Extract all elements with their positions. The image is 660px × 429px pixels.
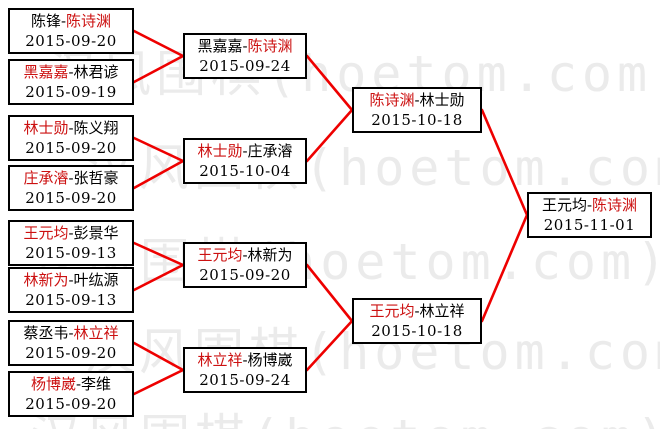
players-separator: -: [242, 142, 248, 160]
players-separator: -: [68, 169, 74, 187]
match-date: 2015-11-01: [543, 216, 636, 234]
players-separator: -: [414, 91, 420, 109]
players-separator: -: [68, 119, 74, 137]
player-name: 黑嘉嘉: [23, 63, 69, 81]
match-players: 王元均-林立祥: [369, 301, 464, 321]
match-players: 林新为-叶纮源: [23, 270, 118, 290]
match-box-r2-3: 王元均-林新为 2015-09-20: [183, 242, 307, 288]
match-players: 王元均-陈诗渊: [542, 195, 637, 215]
match-box-r1-1: 陈锋-陈诗渊 2015-09-20: [8, 8, 134, 54]
match-box-semifinal-2: 王元均-林立祥 2015-10-18: [352, 298, 482, 344]
players-separator: -: [68, 271, 74, 289]
match-date: 2015-09-24: [199, 371, 291, 389]
player-name: 林士勋: [197, 142, 243, 160]
players-separator: -: [242, 246, 248, 264]
player-name: 林立祥: [73, 324, 119, 342]
match-date: 2015-10-04: [199, 162, 291, 180]
player-name: 叶纮源: [73, 271, 119, 289]
match-players: 黑嘉嘉-陈诗渊: [197, 36, 292, 56]
player-name: 陈诗渊: [247, 37, 293, 55]
players-separator: -: [68, 63, 74, 81]
match-players: 陈诗渊-林士勋: [369, 90, 464, 110]
player-name: 彭景华: [73, 224, 119, 242]
players-separator: -: [242, 37, 248, 55]
match-box-r1-2: 黑嘉嘉-林君谚 2015-09-19: [8, 59, 134, 105]
player-name: 陈锋: [30, 12, 61, 30]
match-players: 庄承濬-张哲豪: [23, 168, 118, 188]
match-box-semifinal-1: 陈诗渊-林士勋 2015-10-18: [352, 87, 482, 133]
players-separator: -: [68, 324, 74, 342]
player-name: 蔡丞韦: [23, 324, 69, 342]
match-date: 2015-09-20: [25, 139, 117, 157]
player-name: 黑嘉嘉: [197, 37, 243, 55]
player-name: 林士勋: [23, 119, 69, 137]
match-box-r2-1: 黑嘉嘉-陈诗渊 2015-09-24: [183, 33, 307, 79]
match-date: 2015-09-20: [25, 344, 117, 362]
match-date: 2015-10-18: [371, 111, 463, 129]
match-date: 2015-10-18: [371, 322, 463, 340]
player-name: 杨博崴: [247, 351, 293, 369]
player-name: 林新为: [23, 271, 69, 289]
match-players: 王元均-彭景华: [23, 223, 118, 243]
players-separator: -: [60, 12, 67, 30]
player-name: 林君谚: [73, 63, 119, 81]
match-box-r1-4: 庄承濬-张哲豪 2015-09-20: [8, 165, 134, 211]
players-separator: -: [242, 351, 248, 369]
player-name: 陈诗渊: [369, 91, 415, 109]
match-date: 2015-09-19: [25, 83, 117, 101]
match-players: 黑嘉嘉-林君谚: [23, 62, 118, 82]
player-name: 杨博崴: [30, 375, 76, 393]
player-name: 陈义翔: [73, 119, 119, 137]
match-date: 2015-09-13: [25, 244, 117, 262]
player-name: 庄承濬: [23, 169, 69, 187]
player-name: 林士勋: [419, 91, 465, 109]
player-name: 李维: [81, 375, 112, 393]
player-name: 王元均: [23, 224, 69, 242]
match-box-final: 王元均-陈诗渊 2015-11-01: [527, 192, 652, 238]
match-box-r1-6: 林新为-叶纮源 2015-09-13: [8, 267, 134, 313]
player-name: 林新为: [247, 246, 293, 264]
players-separator: -: [68, 224, 74, 242]
match-date: 2015-09-20: [25, 189, 117, 207]
match-box-r1-8: 杨博崴-李维 2015-09-20: [8, 371, 134, 417]
match-players: 林士勋-陈义翔: [23, 118, 118, 138]
player-name: 林立祥: [419, 302, 465, 320]
players-separator: -: [75, 375, 82, 393]
match-players: 王元均-林新为: [197, 245, 292, 265]
match-players: 林士勋-庄承濬: [197, 141, 292, 161]
match-players: 蔡丞韦-林立祥: [23, 323, 118, 343]
match-players: 陈锋-陈诗渊: [31, 11, 111, 31]
player-name: 王元均: [197, 246, 243, 264]
match-date: 2015-09-20: [25, 395, 117, 413]
players-separator: -: [586, 196, 593, 214]
match-box-r1-5: 王元均-彭景华 2015-09-13: [8, 220, 134, 266]
match-box-r2-4: 林立祥-杨博崴 2015-09-24: [183, 347, 307, 393]
player-name: 庄承濬: [247, 142, 293, 160]
player-name: 林立祥: [197, 351, 243, 369]
player-name: 王元均: [541, 196, 587, 214]
match-players: 林立祥-杨博崴: [197, 350, 292, 370]
players-separator: -: [414, 302, 420, 320]
player-name: 张哲豪: [73, 169, 119, 187]
player-name: 陈诗渊: [66, 12, 112, 30]
match-box-r1-7: 蔡丞韦-林立祥 2015-09-20: [8, 320, 134, 366]
match-box-r1-3: 林士勋-陈义翔 2015-09-20: [8, 115, 134, 161]
player-name: 王元均: [369, 302, 415, 320]
match-date: 2015-09-24: [199, 57, 291, 75]
player-name: 陈诗渊: [592, 196, 638, 214]
match-players: 杨博崴-李维: [31, 374, 111, 394]
match-date: 2015-09-20: [25, 32, 117, 50]
match-date: 2015-09-13: [25, 291, 117, 309]
match-date: 2015-09-20: [199, 266, 291, 284]
match-box-r2-2: 林士勋-庄承濬 2015-10-04: [183, 138, 307, 184]
